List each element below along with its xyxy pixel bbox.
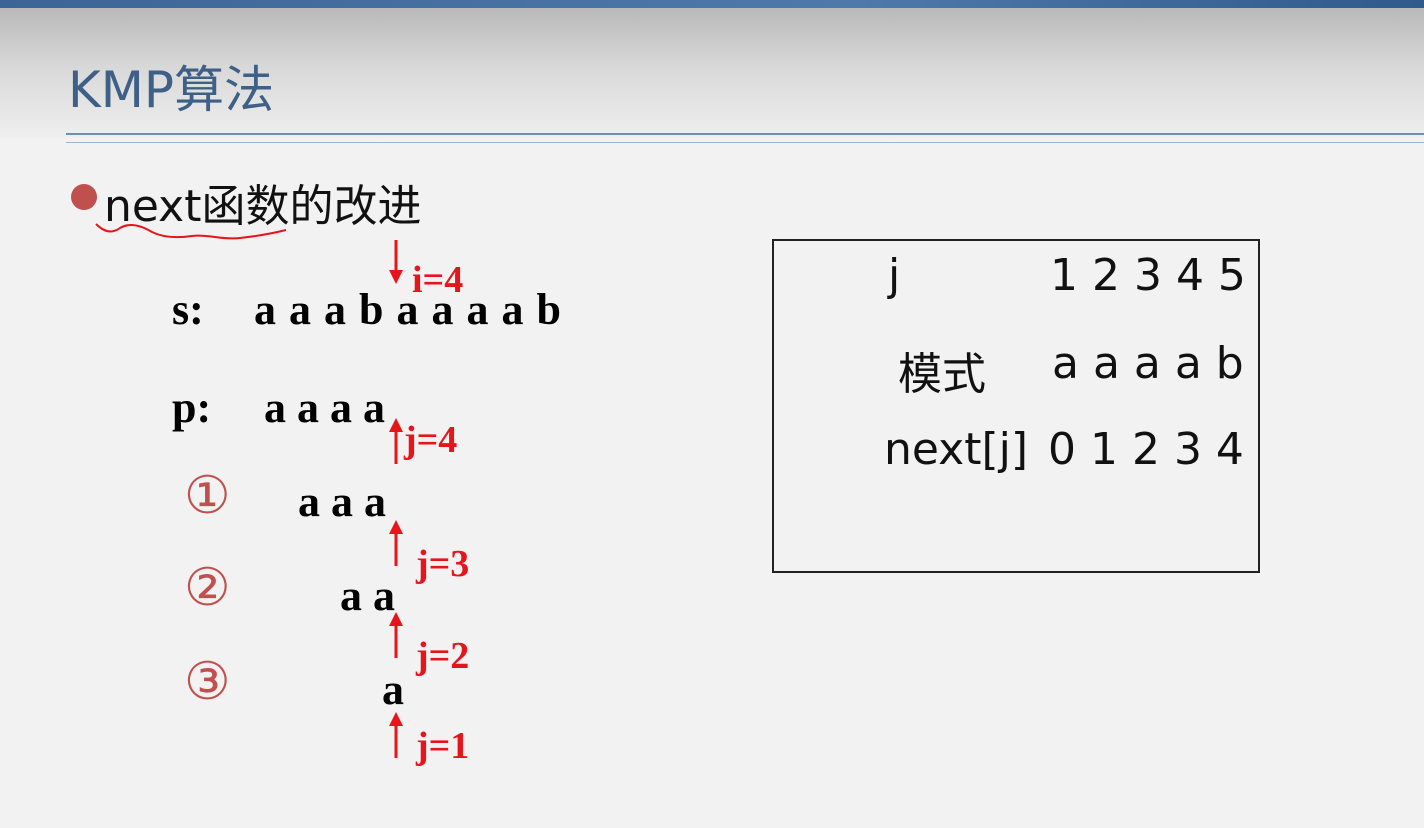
table-row-j-label: j: [888, 250, 901, 301]
step-one-string: a a a: [298, 477, 386, 526]
slide-title: KMP算法: [68, 61, 275, 119]
table-row-pattern-label: 模式: [898, 349, 986, 400]
title-rule: [66, 133, 1424, 135]
step-two-marker: ②: [184, 558, 231, 618]
s-string: a a a b a a a a b: [254, 285, 561, 334]
top-accent-band: [0, 0, 1424, 8]
step-two-arrow-icon: [389, 612, 403, 658]
i-marker-label: i=4: [412, 259, 464, 301]
step-three-j-label: j=1: [416, 725, 470, 767]
step-one-j-label: j=3: [416, 543, 470, 585]
table-row-j-values: 1 2 3 4 5: [1050, 250, 1246, 301]
table-row-next-values: 0 1 2 3 4: [1048, 424, 1244, 475]
step-two-j-label: j=2: [416, 635, 470, 677]
slide-header: [0, 8, 1424, 138]
table-row-next-label: next[j]: [884, 424, 1029, 475]
p-string: a a a a: [264, 383, 385, 432]
next-table: [772, 239, 1260, 573]
table-row-pattern-values: a a a a b: [1052, 338, 1244, 389]
step-three-marker: ③: [184, 652, 231, 712]
i-arrow-icon: [389, 240, 403, 284]
step-one-arrow-icon: [389, 520, 403, 566]
handwritten-underline: [95, 223, 287, 240]
title-rule-thin: [66, 142, 1424, 143]
step-three-arrow-icon: [389, 712, 403, 758]
p-j-marker-label: j=4: [404, 419, 458, 461]
s-label: s:: [172, 285, 204, 334]
p-j-arrow-icon: [389, 418, 403, 464]
step-three-string: a: [382, 665, 404, 714]
p-label: p:: [172, 383, 212, 432]
bullet-heading: next函数的改进: [104, 181, 422, 232]
bullet-icon: [71, 184, 97, 210]
step-one-marker: ①: [184, 466, 231, 526]
step-two-string: a a: [340, 571, 395, 620]
